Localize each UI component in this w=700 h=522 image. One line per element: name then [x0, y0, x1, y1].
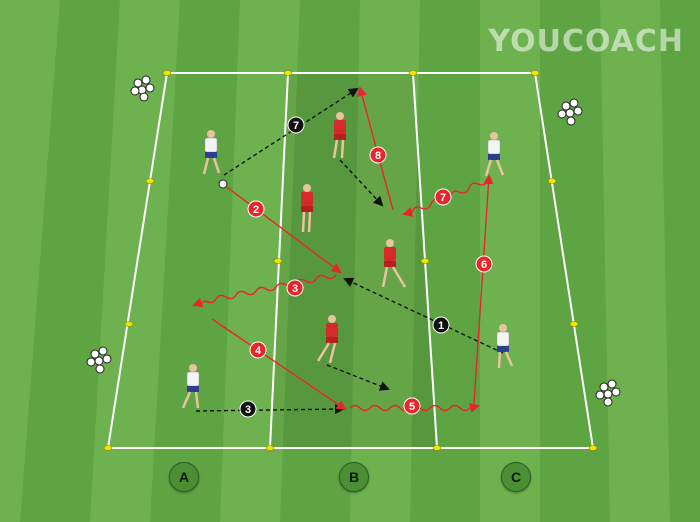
cone: [283, 70, 293, 76]
zone-label-a: A: [169, 462, 199, 492]
player-red: [332, 112, 346, 159]
ball: [218, 179, 228, 189]
player-white: [202, 130, 221, 175]
cone: [162, 70, 172, 76]
step-badge-red: 5: [403, 397, 421, 415]
cone: [530, 70, 540, 76]
cone: [588, 445, 598, 451]
cone: [103, 445, 113, 451]
step-badge-label: 1: [438, 320, 444, 332]
cone: [265, 445, 275, 451]
players: [181, 112, 514, 409]
step-badge-label: 3: [245, 404, 251, 416]
ball-pile-top-left: [130, 75, 155, 102]
cones: [103, 70, 598, 451]
run-arrow: [211, 318, 347, 411]
step-badge-red: 6: [475, 255, 493, 273]
cone: [420, 258, 430, 264]
ball-pile-bottom-right: [595, 379, 621, 407]
cone: [547, 178, 557, 184]
step-badge-red: 2: [247, 200, 265, 218]
cone: [408, 70, 418, 76]
step-badge-black: 3: [239, 400, 257, 418]
player-red: [381, 239, 407, 288]
arrows: [192, 86, 504, 415]
pass-arrow: [223, 87, 359, 176]
run-arrow: [223, 184, 342, 274]
step-badge-label: 2: [253, 204, 259, 216]
dribble-arrow: [192, 274, 337, 308]
player-red: [316, 315, 338, 364]
pass-arrow: [343, 277, 504, 354]
zone-label-c: C: [501, 462, 531, 492]
pass-arrow: [326, 364, 390, 391]
pass-arrow: [339, 159, 384, 207]
player-white: [496, 324, 514, 369]
step-badge-label: 7: [293, 120, 299, 132]
brand-watermark: YOUCOACH: [488, 24, 684, 59]
ball-pile-top-right: [557, 98, 583, 126]
step-badge-black: 1: [432, 316, 450, 334]
run-arrow: [473, 174, 494, 405]
cone: [273, 258, 283, 264]
cone: [145, 178, 155, 184]
ball-piles: [86, 75, 621, 407]
player-white: [181, 364, 200, 409]
step-badge-label: 7: [440, 192, 446, 204]
step-badges: 1 2 3 3 4 5 6 7 7 8: [239, 116, 493, 418]
step-badge-black: 7: [287, 116, 305, 134]
ball-pile-bottom-left: [86, 346, 112, 374]
player-red: [301, 184, 313, 233]
cone: [124, 321, 134, 327]
cone: [569, 321, 579, 327]
step-badge-label: 3: [292, 283, 298, 295]
zone-label-b: B: [339, 462, 369, 492]
player-white: [484, 132, 505, 177]
step-badge-label: 6: [481, 259, 487, 271]
step-badge-label: 5: [409, 401, 415, 413]
step-badge-red: 7: [434, 188, 452, 206]
step-badge-label: 8: [375, 150, 381, 162]
pass-arrow: [195, 404, 345, 415]
step-badge-red: 3: [286, 279, 304, 297]
step-badge-red: 4: [249, 341, 267, 359]
central-zone-shading: [270, 73, 437, 448]
step-badge-red: 8: [369, 146, 387, 164]
cone: [432, 445, 442, 451]
step-badge-label: 4: [255, 345, 262, 357]
